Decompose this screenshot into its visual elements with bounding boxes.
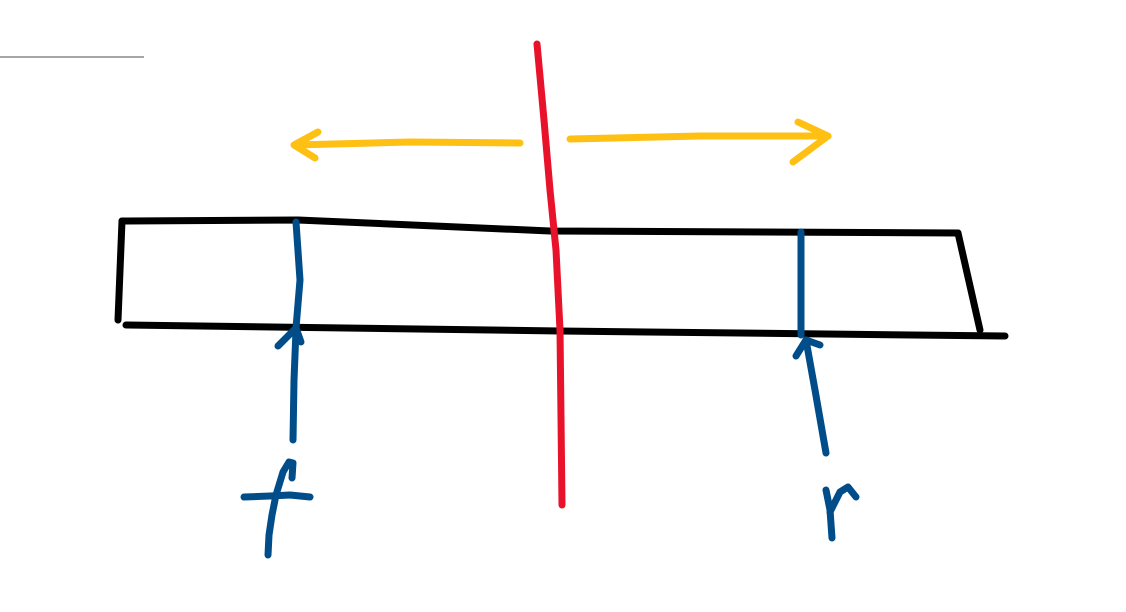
cut-line bbox=[533, 40, 566, 509]
beam-bottom-edge bbox=[122, 321, 1009, 340]
motion-arrows bbox=[290, 118, 832, 166]
beam-right-edge bbox=[954, 229, 984, 334]
front-force-arrow-icon bbox=[274, 324, 305, 444]
right-arrow-icon bbox=[566, 118, 832, 166]
beam-left-edge bbox=[114, 217, 126, 324]
beam-top-edge bbox=[118, 216, 962, 237]
front-support-line bbox=[292, 218, 304, 332]
front-force-label-glyph bbox=[240, 458, 314, 559]
rear-force-label-glyph bbox=[822, 483, 860, 542]
force-arrows bbox=[274, 218, 830, 457]
left-arrow-icon bbox=[290, 128, 524, 162]
rear-force-arrow-icon bbox=[792, 336, 830, 457]
